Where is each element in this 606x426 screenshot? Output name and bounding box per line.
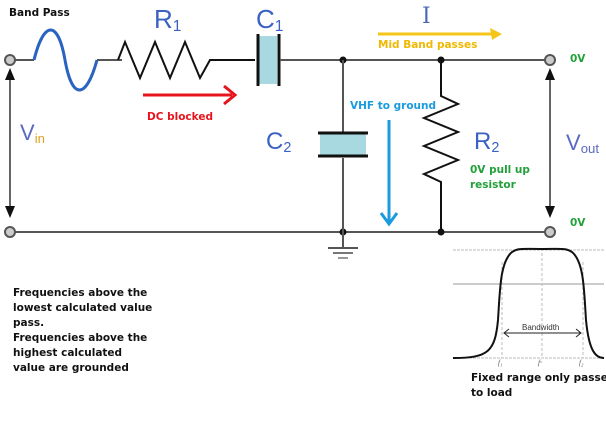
vout-label: Vout <box>566 130 600 156</box>
response-curve <box>452 247 605 359</box>
c1-label: C1 <box>256 4 284 35</box>
dc-blocked-arrow-icon <box>143 84 238 106</box>
capacitor-c1 <box>259 36 277 84</box>
vhf-arrow-icon <box>379 120 399 227</box>
ac-source-wave-icon <box>32 28 99 92</box>
zero-v-bottom-label: 0V <box>570 217 586 229</box>
mid-band-label: Mid Band passes <box>378 39 478 51</box>
vhf-to-ground-label: VHF to ground <box>350 100 437 112</box>
fc-tick-label: fᶜ <box>538 359 542 367</box>
dc-blocked-label: DC blocked <box>147 111 213 123</box>
c2-label: C2 <box>266 128 292 156</box>
ground-icon <box>328 232 358 259</box>
current-label: I <box>422 4 431 29</box>
frequency-notes: Frequencies above the lowest calculated … <box>13 287 153 374</box>
vout-arrow-icon <box>545 68 555 218</box>
vin-arrow-icon <box>5 68 15 218</box>
resistor-r1 <box>117 39 255 81</box>
mid-band-arrow-icon <box>378 28 502 40</box>
resistor-r2 <box>421 60 461 232</box>
vin-bottom-terminal <box>4 226 16 238</box>
r2-label: R2 <box>474 128 500 156</box>
r1-label: R1 <box>154 4 182 35</box>
zero-v-top-label: 0V <box>570 53 586 65</box>
diagram-title: Band Pass <box>9 7 70 19</box>
f1-tick-label: f₁ <box>498 359 503 367</box>
f2-tick-label: f₂ <box>579 359 584 367</box>
vout-top-terminal <box>544 54 556 66</box>
vin-top-terminal <box>4 54 16 66</box>
bandwidth-label: Bandwidth <box>522 323 560 332</box>
bandpass-response-plot <box>452 247 605 359</box>
capacitor-c2 <box>320 134 366 156</box>
vout-bottom-terminal <box>544 226 556 238</box>
vin-label: Vin <box>20 120 45 146</box>
